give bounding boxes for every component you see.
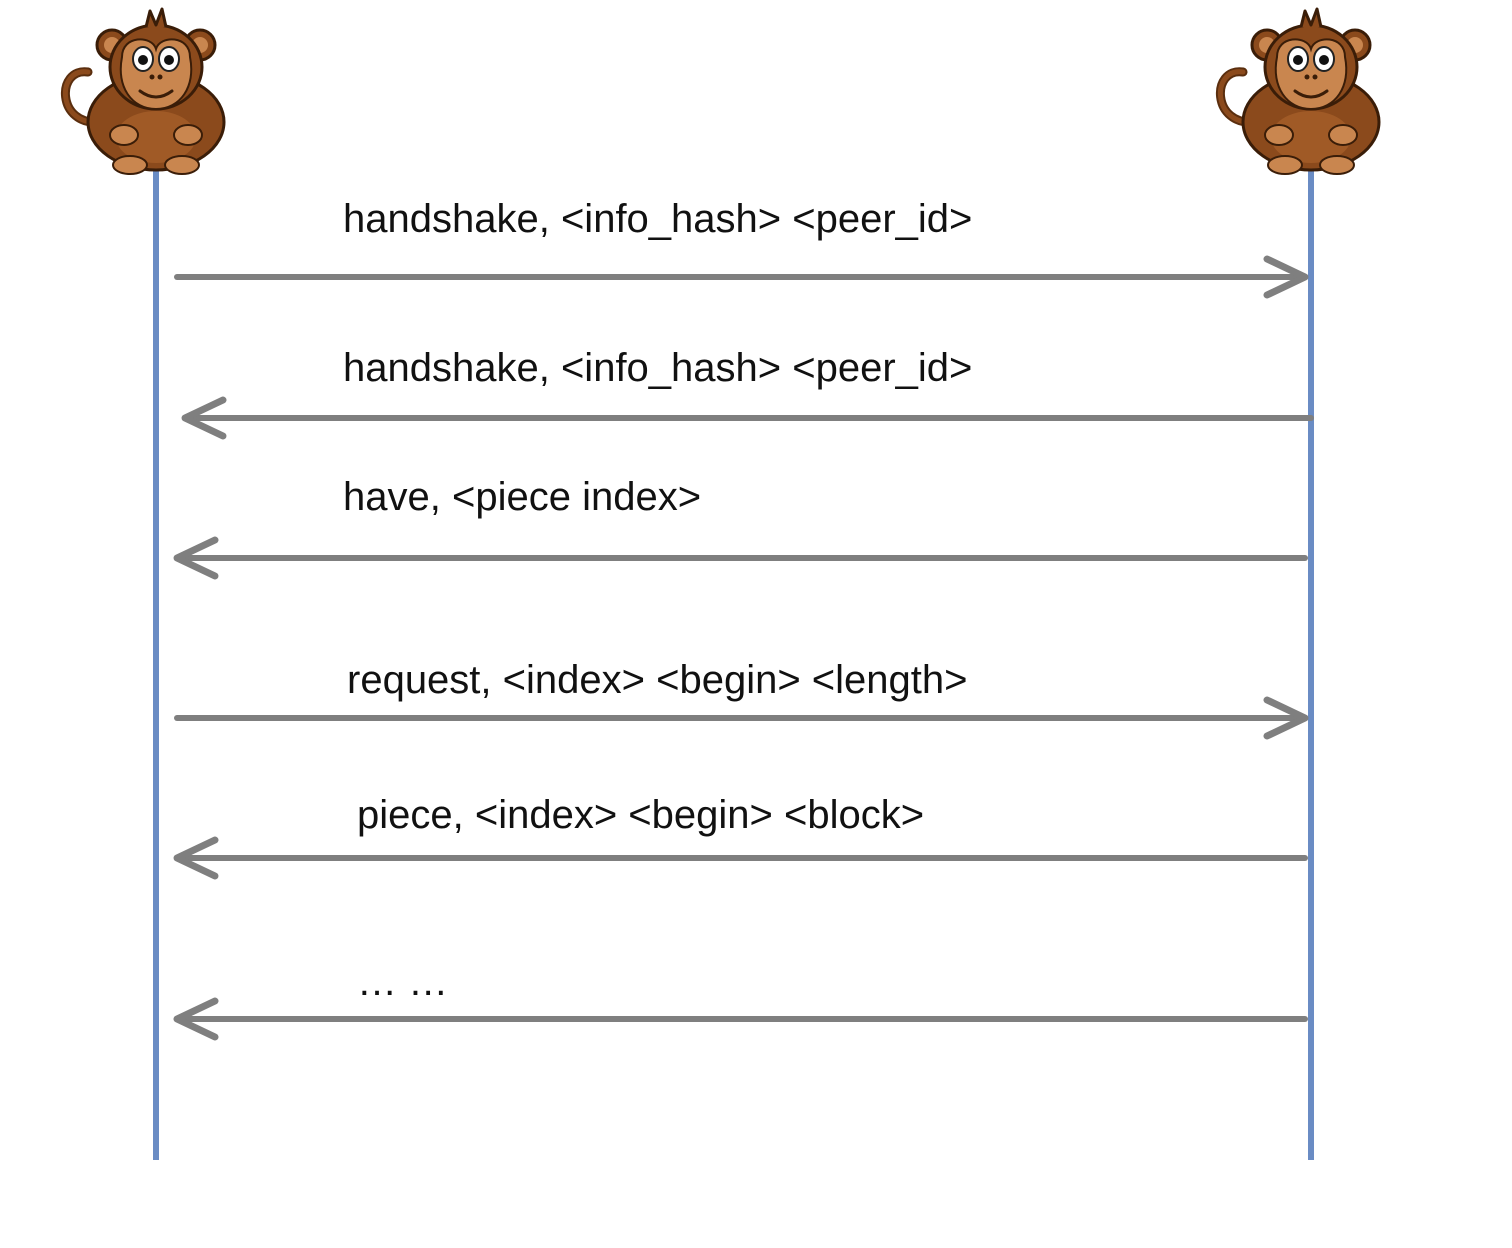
arrowhead-left-icon <box>173 536 219 580</box>
message-label: handshake, <info_hash> <peer_id> <box>343 197 972 241</box>
message-label: request, <index> <begin> <length> <box>347 658 968 702</box>
message-2: handshake, <info_hash> <peer_id> <box>181 346 1314 440</box>
arrowhead-left-icon <box>173 997 219 1041</box>
message-5: piece, <index> <begin> <block> <box>173 793 1308 880</box>
messages: handshake, <info_hash> <peer_id> handshak… <box>173 197 1314 1041</box>
message-label: have, <piece index> <box>343 475 701 519</box>
message-6: … … <box>173 960 1308 1041</box>
left-peer-monkey-icon <box>65 9 224 174</box>
right-peer-monkey-icon <box>1220 9 1379 174</box>
arrowhead-left-icon <box>173 836 219 880</box>
arrowhead-left-icon <box>181 396 227 440</box>
message-label: … … <box>357 960 448 1004</box>
arrowhead-right-icon <box>1263 255 1309 299</box>
participants <box>65 9 1379 174</box>
message-4: request, <index> <begin> <length> <box>174 658 1309 740</box>
message-3: have, <piece index> <box>173 475 1308 580</box>
message-1: handshake, <info_hash> <peer_id> <box>174 197 1309 299</box>
message-label: piece, <index> <begin> <block> <box>357 793 924 837</box>
lifelines <box>153 165 1314 1160</box>
arrowhead-right-icon <box>1263 696 1309 740</box>
message-label: handshake, <info_hash> <peer_id> <box>343 346 972 390</box>
